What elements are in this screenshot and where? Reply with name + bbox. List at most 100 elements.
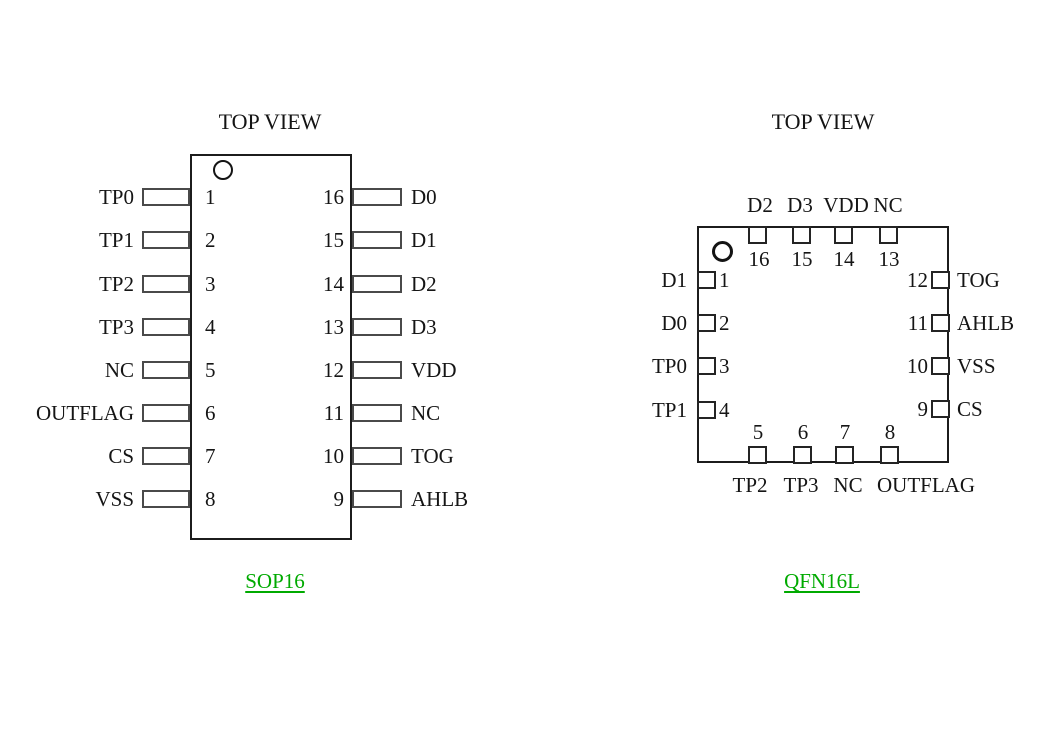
- pin-lead: [142, 275, 190, 293]
- pin-number: 2: [205, 228, 216, 252]
- qfn16l-top-view-title: TOP VIEW: [771, 109, 875, 134]
- pin-label: D0: [411, 185, 437, 209]
- pin-number: 9: [333, 487, 345, 511]
- pin-number: 13: [323, 315, 344, 339]
- pin-label: VDD: [823, 193, 869, 217]
- sop16-package-body: [190, 154, 352, 540]
- pin-lead: [352, 318, 402, 336]
- pin-pad: [748, 446, 767, 464]
- pin-pad: [697, 271, 716, 289]
- pin-number: 8: [205, 487, 216, 511]
- pin-pad: [697, 401, 716, 419]
- pin-lead: [142, 447, 190, 465]
- pin-number: 16: [323, 185, 344, 209]
- pin-label: D3: [411, 315, 437, 339]
- pin-label: TP3: [783, 473, 819, 497]
- pin-label: TP1: [98, 228, 134, 252]
- pin-number: 6: [797, 420, 809, 444]
- pin-lead: [142, 231, 190, 249]
- pin-lead: [352, 231, 402, 249]
- pin-label: NC: [411, 401, 441, 425]
- pin-label: OUTFLAG: [36, 401, 134, 425]
- pin-number: 13: [878, 247, 900, 271]
- pin-pad: [879, 226, 898, 244]
- pin-number: 5: [752, 420, 764, 444]
- pin-number: 15: [791, 247, 813, 271]
- pin-label: VSS: [95, 487, 134, 511]
- pin-pad: [834, 226, 853, 244]
- pin-label: NC: [873, 193, 903, 217]
- pin-label: TP0: [98, 185, 134, 209]
- qfn16l-package-body: [697, 226, 949, 463]
- pin-lead: [352, 490, 402, 508]
- pin-number: 3: [205, 272, 216, 296]
- pin-pad: [835, 446, 854, 464]
- pin-label: VDD: [411, 358, 457, 382]
- sop16-pin-row: TP2 3 14 D2: [18, 273, 437, 295]
- sop16-package-link[interactable]: SOP16: [245, 569, 305, 593]
- pin-label: D3: [787, 193, 813, 217]
- pin-number: 12: [323, 358, 344, 382]
- pin-number: 7: [839, 420, 851, 444]
- pin-number: 14: [833, 247, 855, 271]
- pin-pad: [931, 314, 950, 332]
- pin-label: TP0: [651, 354, 687, 378]
- pin-label: TP2: [732, 473, 768, 497]
- pin-number: 15: [323, 228, 344, 252]
- sop16-pin-row: OUTFLAG 6 11 NC: [18, 402, 440, 424]
- pin-pad: [931, 271, 950, 289]
- sop16-pin-row: NC 5 12 VDD: [18, 359, 457, 381]
- pin-label: AHLB: [411, 487, 469, 511]
- pin-pad: [931, 400, 950, 418]
- pin-lead: [352, 361, 402, 379]
- pin-number: 14: [323, 272, 344, 296]
- pin-label: TP1: [651, 398, 687, 422]
- pin-number: 6: [205, 401, 216, 425]
- pin-number: 12: [907, 268, 928, 292]
- pin-label: TP2: [98, 272, 134, 296]
- pin-number: 8: [884, 420, 896, 444]
- pin-label: TOG: [411, 444, 454, 468]
- pin-lead: [142, 404, 190, 422]
- pin-label: TP3: [98, 315, 134, 339]
- sop16-pin-row: TP1 2 15 D1: [18, 229, 437, 251]
- pin-lead: [142, 490, 190, 508]
- pin-number: 10: [323, 444, 344, 468]
- pin-number: 11: [323, 401, 344, 425]
- pin-number: 10: [907, 354, 928, 378]
- pin-label: TOG: [957, 268, 1000, 292]
- sop16-pin-row: TP0 1 16 D0: [18, 186, 437, 208]
- pin-label: NC: [833, 473, 863, 497]
- pin-lead: [352, 447, 402, 465]
- sop16-pin1-marker-icon: [213, 160, 233, 180]
- pin-lead: [142, 318, 190, 336]
- pin-label: VSS: [957, 354, 996, 378]
- pin-lead: [352, 275, 402, 293]
- pin-label: D2: [747, 193, 773, 217]
- pin-pad: [697, 357, 716, 375]
- pin-label: D1: [411, 228, 437, 252]
- pin-pad: [880, 446, 899, 464]
- sop16-pin-row: CS 7 10 TOG: [18, 444, 454, 468]
- qfn16l-pin1-marker-icon: [712, 241, 733, 262]
- sop16-pin-row: VSS 8 9 AHLB: [18, 488, 468, 510]
- qfn16l-package-link[interactable]: QFN16L: [784, 569, 860, 593]
- pin-label: CS: [108, 444, 134, 468]
- pin-pad: [931, 357, 950, 375]
- pin-label: NC: [104, 358, 134, 382]
- pin-number: 5: [205, 358, 216, 382]
- sop16-pin-row: TP3 4 13 D3: [18, 316, 437, 338]
- pin-pad: [792, 226, 811, 244]
- sop16-top-view-title: TOP VIEW: [218, 109, 322, 134]
- pin-number: 1: [205, 185, 216, 209]
- pin-number: 3: [719, 354, 730, 378]
- pin-number: 4: [205, 315, 216, 339]
- pin-label: CS: [957, 397, 983, 421]
- pin-lead: [352, 188, 402, 206]
- pin-label: D1: [661, 268, 687, 292]
- pin-number: 1: [719, 268, 730, 292]
- pin-number: 9: [917, 397, 929, 421]
- pin-pad: [697, 314, 716, 332]
- pin-label: D0: [661, 311, 687, 335]
